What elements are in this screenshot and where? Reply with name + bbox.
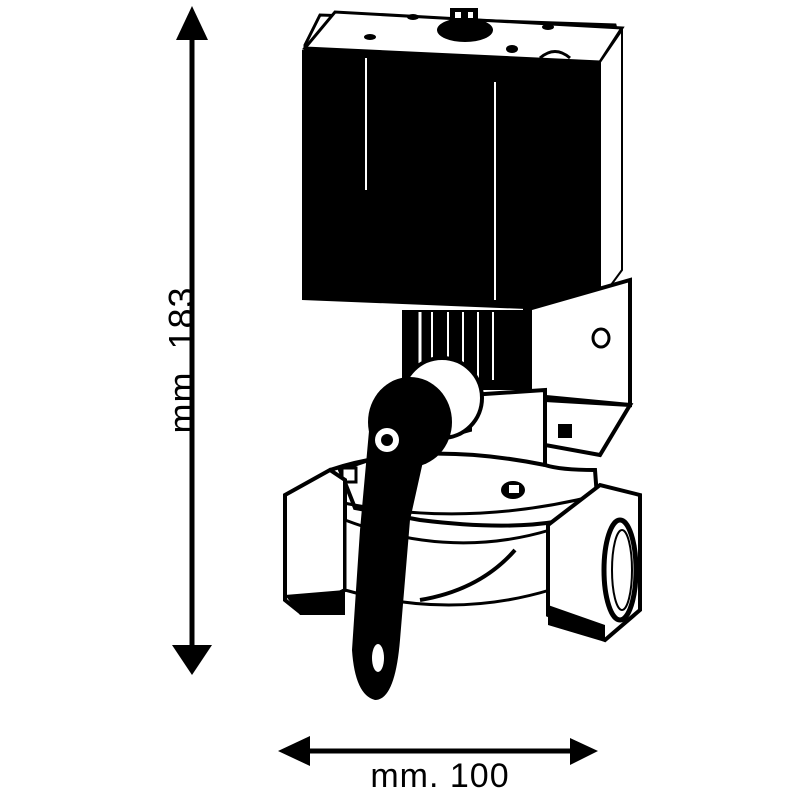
coil-housing: [301, 10, 625, 312]
width-dimension-label: mm. 100: [370, 757, 510, 795]
top-nut: [437, 8, 493, 42]
width-dimension-arrow: [278, 736, 598, 766]
height-dimension-arrow: [172, 6, 212, 675]
height-dimension-label: mm. 183: [161, 286, 202, 434]
reset-lever: [352, 412, 430, 700]
